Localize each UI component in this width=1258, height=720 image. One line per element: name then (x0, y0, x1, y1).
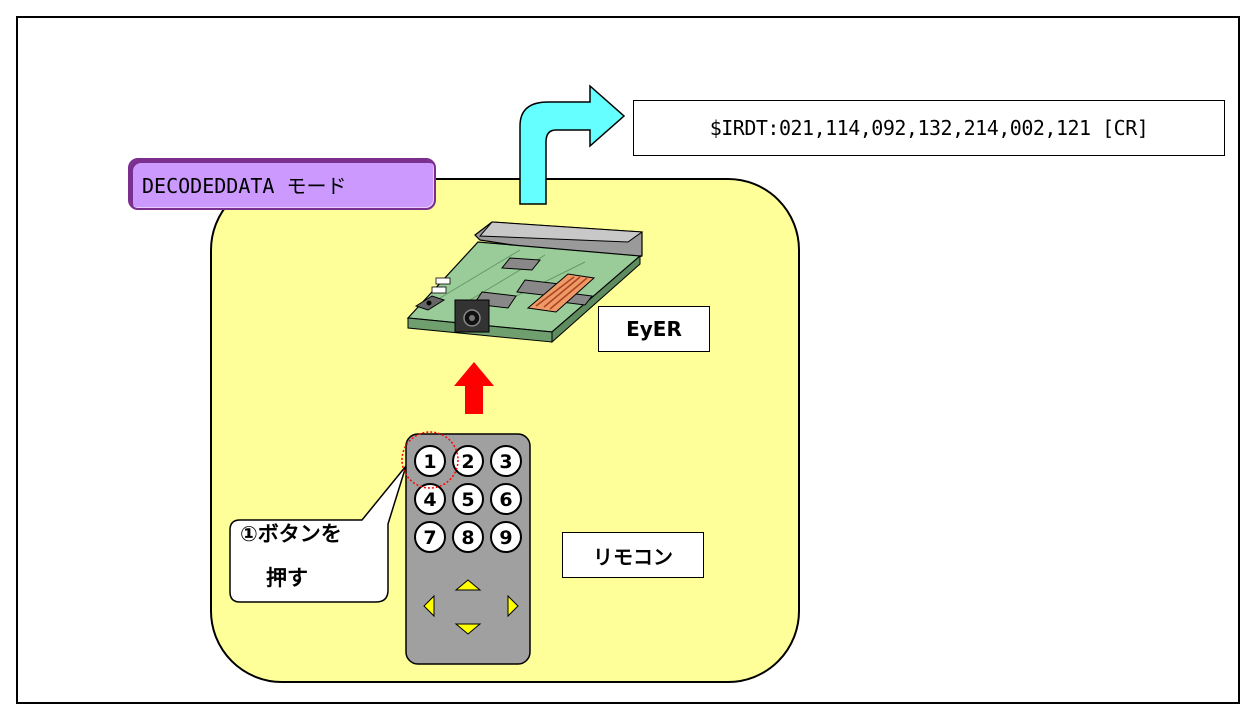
remote-button-label: 5 (461, 489, 474, 511)
dpad-down (454, 623, 482, 635)
dpad-up (454, 579, 482, 591)
remote-button-label: 6 (499, 489, 512, 511)
remote-button-7: 7 (414, 521, 446, 553)
callout-line-2: 押す (266, 566, 308, 590)
mode-badge: DECODEDDATA モード (128, 158, 436, 210)
remote-button-label: 8 (461, 527, 474, 549)
remote-button-label: 9 (499, 527, 512, 549)
board-label: EyER (598, 306, 710, 352)
remote-button-6: 6 (490, 483, 522, 515)
remote-button-2: 2 (452, 445, 484, 477)
circuit-board-icon (406, 221, 644, 344)
callout-bubble (229, 465, 407, 603)
curved-arrow-icon (519, 84, 626, 205)
highlight-circle (401, 431, 459, 489)
dpad-left (423, 594, 435, 618)
remote-button-label: 2 (461, 451, 474, 473)
remote-button-8: 8 (452, 521, 484, 553)
remote-button-label: 7 (423, 527, 436, 549)
remote-button-label: 3 (499, 451, 512, 473)
remote-button-4: 4 (414, 483, 446, 515)
output-data-box: $IRDT:021,114,092,132,214,002,121 [CR] (633, 100, 1225, 156)
up-arrow-icon (454, 362, 494, 414)
remote-control-icon: 1 2 3 4 5 6 7 8 9 (401, 431, 531, 665)
callout-text: ①ボタンを 押す (240, 512, 386, 600)
remote-button-3: 3 (490, 445, 522, 477)
remote-button-1: 1 (414, 445, 446, 477)
remote-button-label: 1 (423, 451, 436, 473)
remote-button-5: 5 (452, 483, 484, 515)
remote-button-9: 9 (490, 521, 522, 553)
remote-button-label: 4 (423, 489, 436, 511)
dpad-right (507, 594, 519, 618)
callout-line-1: ①ボタンを (240, 522, 342, 546)
remote-label: リモコン (562, 532, 704, 578)
